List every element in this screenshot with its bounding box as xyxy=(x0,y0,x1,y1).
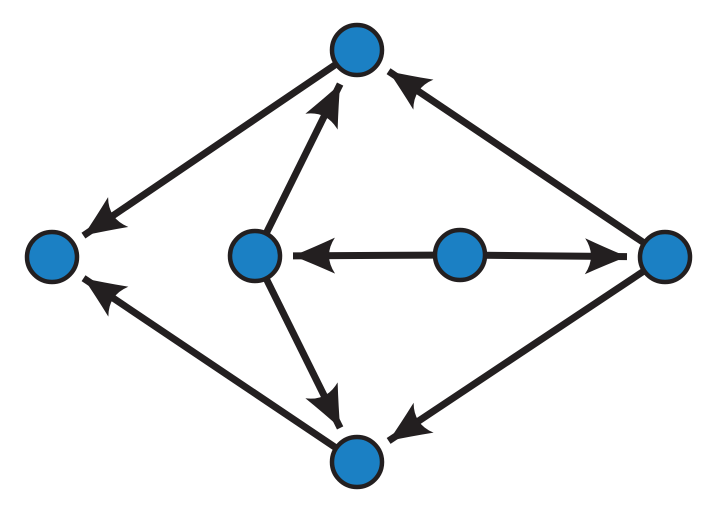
edge-top-to-left xyxy=(81,47,359,239)
graph-node-right xyxy=(637,229,693,285)
edge-bottom-to-left xyxy=(81,275,359,465)
graph-node-bottom xyxy=(329,434,385,490)
edge-mid-right-to-mid-left xyxy=(292,237,461,274)
graph-node-mid-right xyxy=(432,227,488,283)
edge-right-to-bottom xyxy=(386,254,667,444)
graph-node-left xyxy=(24,229,80,285)
edge-mid-left-to-top xyxy=(251,82,344,258)
edge-mid-left-to-bottom xyxy=(251,254,344,430)
edge-mid-right-to-right xyxy=(459,238,628,275)
graph-node-top xyxy=(329,22,385,78)
edge-right-to-top xyxy=(386,68,667,260)
graph-node-mid-left xyxy=(227,228,283,284)
